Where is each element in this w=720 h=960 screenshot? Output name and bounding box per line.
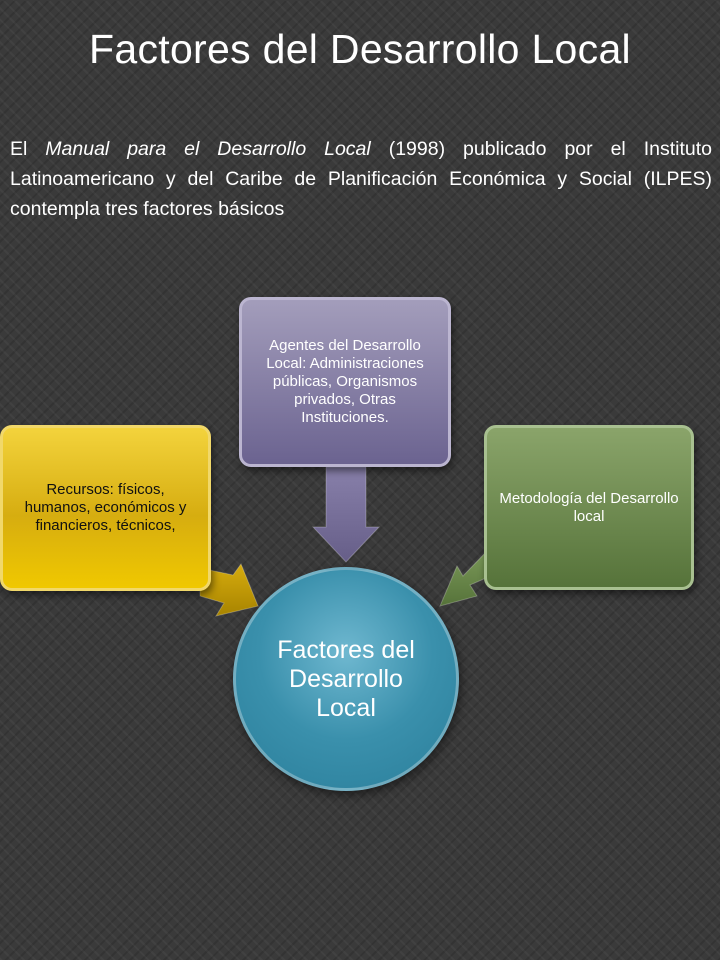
factor-recursos-text: Recursos: físicos, humanos, económicos y… [24, 481, 187, 534]
intro-manual-title: Manual para el Desarrollo Local [45, 137, 371, 160]
factor-recursos-box: Recursos: físicos, humanos, económicos y… [0, 425, 211, 591]
factor-metodologia-box: Metodología del Desarrollo local [484, 425, 694, 590]
center-circle-text: Factores del Desarrollo Local [277, 635, 415, 722]
slide-title: Factores del Desarrollo Local [89, 26, 631, 72]
factor-agentes-box: Agentes del Desarrollo Local: Administra… [239, 297, 451, 467]
intro-paragraph: El Manual para el Desarrollo Local (1998… [10, 134, 712, 224]
intro-text-before: El [10, 137, 46, 160]
intro-text-after: (1998) publicado por el Instituto Latino… [10, 137, 712, 220]
factor-agentes-text: Agentes del Desarrollo Local: Administra… [266, 337, 424, 426]
arrow-metodologia [439, 550, 487, 607]
center-circle: Factores del Desarrollo Local [233, 567, 459, 791]
arrow-agentes [311, 466, 381, 563]
arrow-recursos [199, 562, 259, 617]
factor-metodologia-text: Metodología del Desarrollo local [499, 489, 679, 525]
